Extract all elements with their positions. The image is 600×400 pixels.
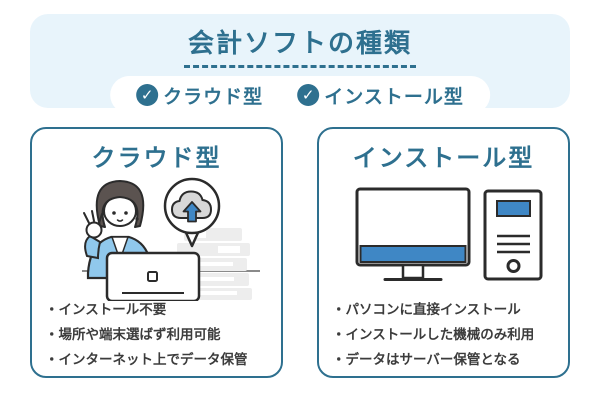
upload-arrow-icon [182, 201, 202, 223]
bullet-item: ・インストールした機械のみ利用 [332, 327, 535, 342]
desktop-pc-illustration [355, 187, 543, 281]
bullet-item: ・インターネット上でデータ保管 [45, 352, 248, 367]
title-row: 会計ソフトの種類 [30, 14, 570, 68]
bullet-item: ・データはサーバー保管となる [332, 352, 521, 367]
check-icon: ✓ [297, 84, 320, 106]
bullet-item: ・パソコンに直接インストール [332, 302, 521, 317]
monitor-icon [355, 187, 471, 281]
bullet-list-cloud: ・インストール不要 ・場所や端末選ばず利用可能 ・インターネット上でデータ保管 [45, 297, 248, 372]
badge-label-cloud: クラウド型 [163, 86, 264, 108]
card-title-install: インストール型 [352, 145, 535, 172]
card-cloud-type: クラウド型 [30, 127, 283, 378]
badge-cloud-type: ✓ クラウド型 [136, 82, 263, 109]
type-badges-pill: ✓ クラウド型 ✓ インストール型 [110, 76, 490, 114]
badge-label-install: インストール型 [324, 86, 464, 108]
check-icon: ✓ [136, 84, 159, 106]
bullet-item: ・場所や端末選ばず利用可能 [45, 327, 221, 342]
card-install-type: インストール型 ・パソコンに直接インストー [317, 127, 570, 378]
badge-install-type: ✓ インストール型 [297, 82, 464, 109]
page-title: 会計ソフトの種類 [183, 23, 416, 68]
header-band: 会計ソフトの種類 ✓ クラウド型 ✓ インストール型 [30, 14, 570, 114]
bullet-list-install: ・パソコンに直接インストール ・インストールした機械のみ利用 ・データはサーバー… [332, 297, 534, 372]
pc-tower-icon [483, 189, 543, 281]
bullet-item: ・インストール不要 [45, 302, 167, 317]
ok-hand-icon [83, 210, 103, 239]
card-title-cloud: クラウド型 [91, 145, 222, 172]
hair [95, 180, 145, 228]
laptop-icon [105, 251, 201, 301]
woman-laptop-cloud-illustration [82, 177, 260, 301]
cloud-upload-bubble-icon [163, 177, 221, 248]
